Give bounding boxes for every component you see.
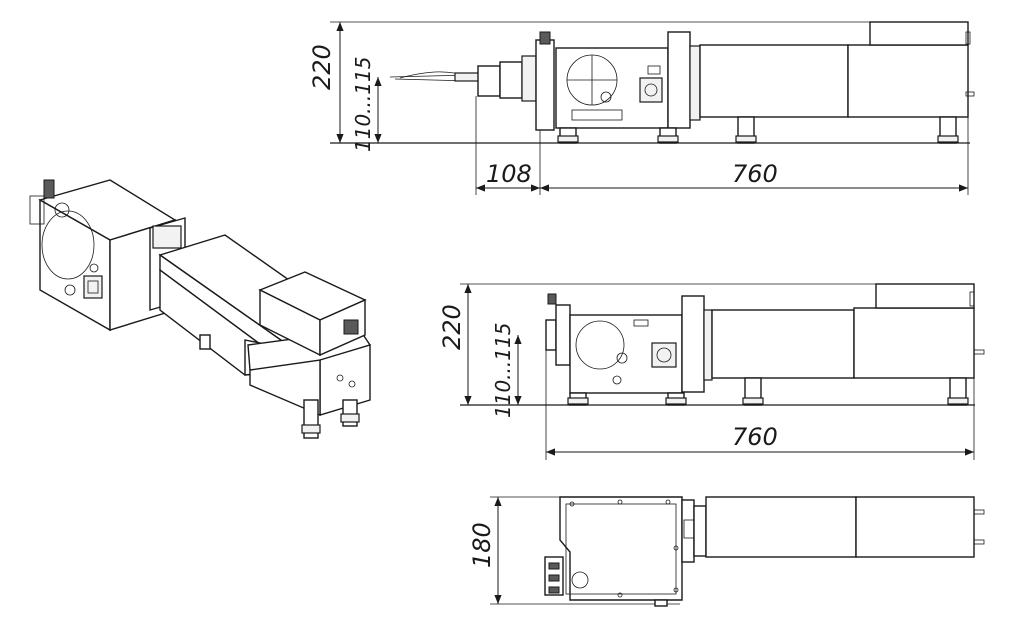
top-length-label: 760	[732, 160, 778, 188]
side-view: 220 110...115 760	[438, 283, 985, 460]
plan-width-label: 180	[468, 522, 496, 568]
isometric-view	[29, 179, 371, 439]
top-fiber-length-label: 108	[486, 160, 532, 188]
top-adjust-label: 110...115	[351, 57, 375, 152]
side-height-label: 220	[438, 304, 466, 350]
top-view: 220 110...115 108 760	[308, 21, 975, 195]
plan-view: 180	[468, 496, 985, 607]
side-adjust-label: 110...115	[491, 323, 515, 418]
top-height-label: 220	[308, 44, 336, 90]
side-length-label: 760	[732, 423, 778, 451]
